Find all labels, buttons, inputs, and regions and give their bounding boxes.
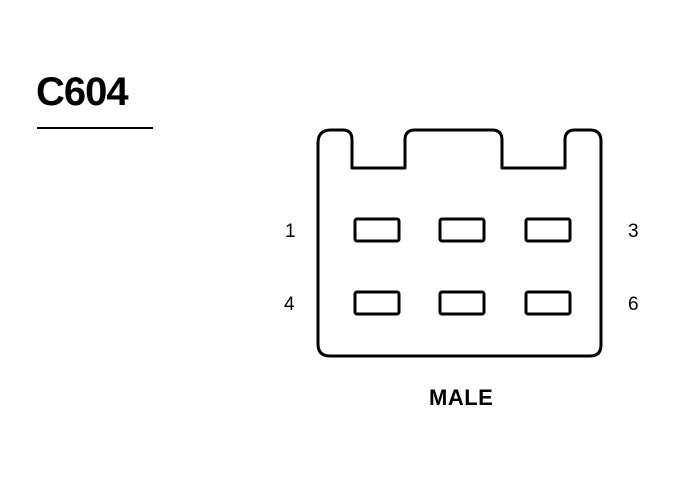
pin-cavity-2 <box>438 217 486 243</box>
pin-label-6: 6 <box>628 294 639 315</box>
pin-label-1: 1 <box>285 221 296 242</box>
pin-cavity-6 <box>524 290 572 316</box>
pin-cavity-4 <box>353 290 401 316</box>
pin-cavity-5 <box>438 290 486 316</box>
connector-gender: MALE <box>429 385 494 410</box>
pin-cavity-3 <box>524 217 572 243</box>
connector-housing <box>316 128 603 358</box>
connector-id: C604 <box>36 70 129 114</box>
connector-id-underline <box>37 127 153 129</box>
pin-cavity-1 <box>353 217 401 243</box>
pin-label-3: 3 <box>628 221 639 242</box>
pin-label-4: 4 <box>284 294 295 315</box>
